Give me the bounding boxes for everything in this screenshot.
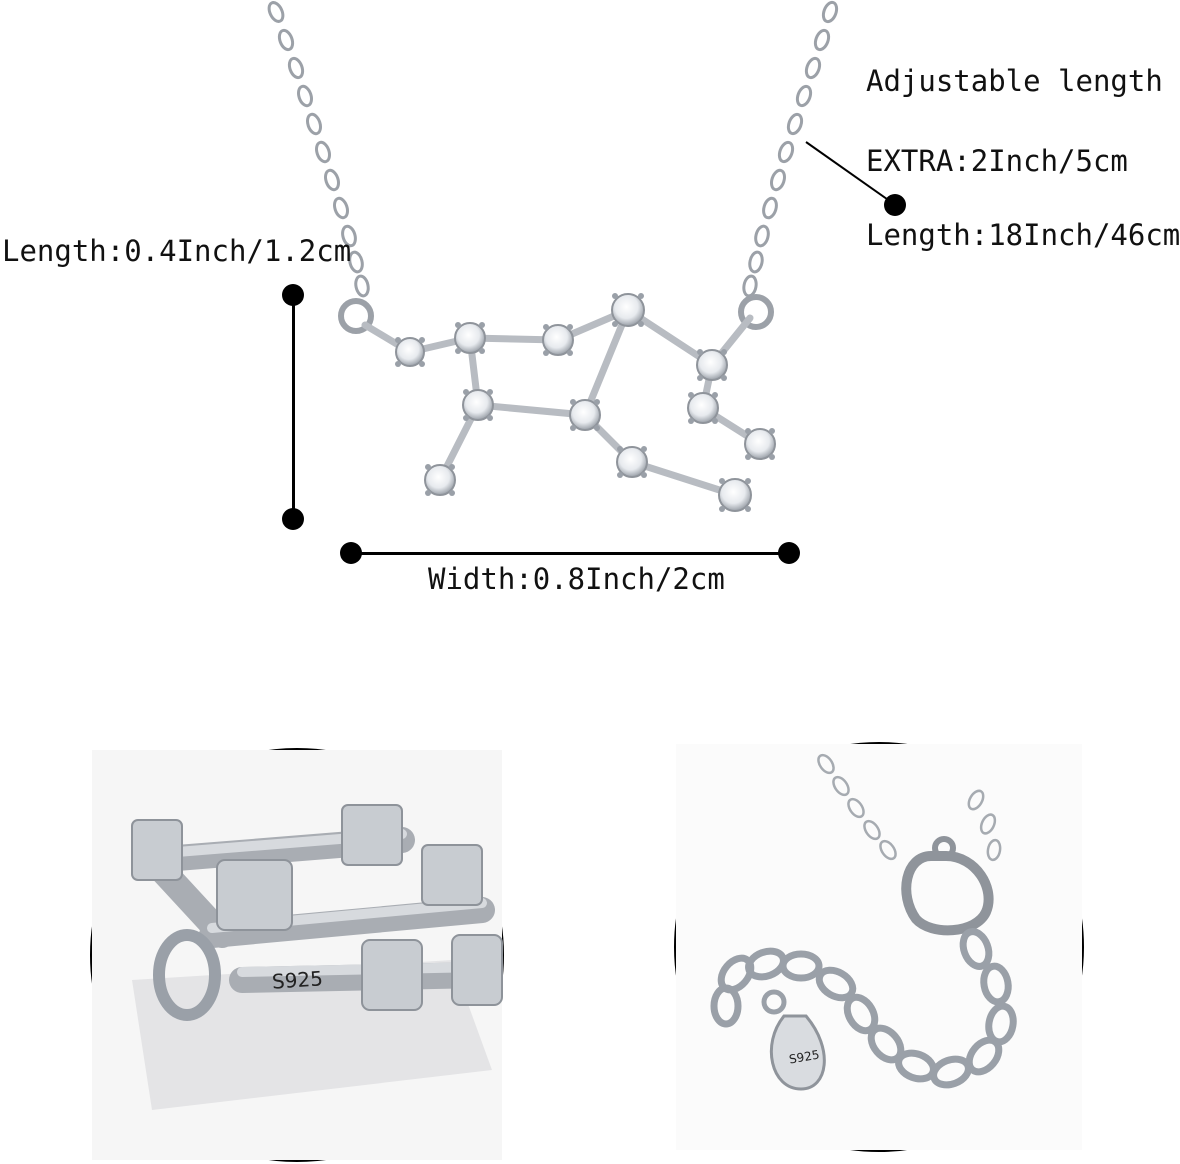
- chain-length-label: Length:18Inch/46cm: [866, 218, 1180, 252]
- necklace-illustration: [267, 0, 895, 512]
- chain-right: [742, 0, 839, 298]
- chain-left: [267, 1, 370, 298]
- pendant-closeup-circle: S925: [90, 748, 504, 1162]
- pendant-width-label: Width:0.8Inch/2cm: [428, 562, 725, 596]
- length-dimension-line: [292, 295, 295, 520]
- clasp-closeup-illustration: [676, 744, 1082, 1150]
- pendant-length-label: Length:0.4Inch/1.2cm: [2, 234, 352, 268]
- jump-ring-right: [738, 294, 774, 330]
- constellation-gems: [395, 293, 776, 512]
- chain-leader-line: [805, 141, 895, 205]
- adjustable-length-label: Adjustable length: [866, 64, 1163, 98]
- extra-length-label: EXTRA:2Inch/5cm: [866, 144, 1128, 178]
- width-right-dot: [778, 542, 800, 564]
- gem-prongs: [395, 293, 775, 512]
- clasp-closeup-circle: S925: [674, 742, 1084, 1152]
- jump-ring-left: [338, 298, 374, 334]
- pendant-s925-stamp: S925: [271, 966, 324, 994]
- chain-marker-dot: [884, 194, 906, 216]
- pendant-closeup-illustration: [92, 750, 503, 1160]
- width-dimension-line: [351, 552, 789, 555]
- length-bottom-dot: [282, 508, 304, 530]
